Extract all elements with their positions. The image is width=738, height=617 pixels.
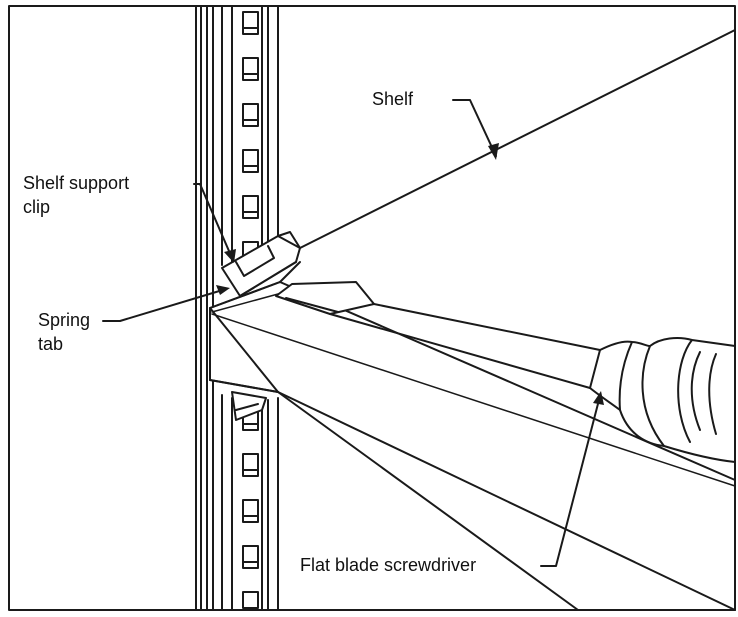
leader-spring-tab [102,288,227,322]
label-spring-tab-line2: tab [38,334,64,354]
label-shelf-support-clip-line2: clip [23,197,51,217]
shelf-rail [195,5,279,611]
leader-shelf [452,99,497,157]
arrowhead-shelf [488,143,499,160]
figure-frame [8,5,736,611]
label-shelf: Shelf [372,89,414,109]
screwdriver-handle [589,337,736,463]
lower-support-clip [231,391,267,421]
label-flat-blade-screwdriver: Flat blade screwdriver [300,555,477,575]
leader-shelf-support-clip [193,183,233,259]
rail-slots-lower [242,407,259,609]
label-shelf-support-clip-line1: Shelf support [23,173,130,193]
arrowhead-shelf-support-clip [224,249,236,263]
rail-slots-upper [242,11,259,259]
arrowhead-spring-tab [216,285,230,295]
leader-flat-blade-screwdriver [540,395,601,567]
arrowhead-flat-blade-screwdriver [593,391,604,405]
shelf [209,29,736,611]
leader-arrowheads [216,143,604,405]
label-spring-tab-line1: Spring [38,310,91,330]
screwdriver-blade [275,281,601,389]
shelf-support-clip [221,231,301,297]
leader-lines [102,99,601,567]
